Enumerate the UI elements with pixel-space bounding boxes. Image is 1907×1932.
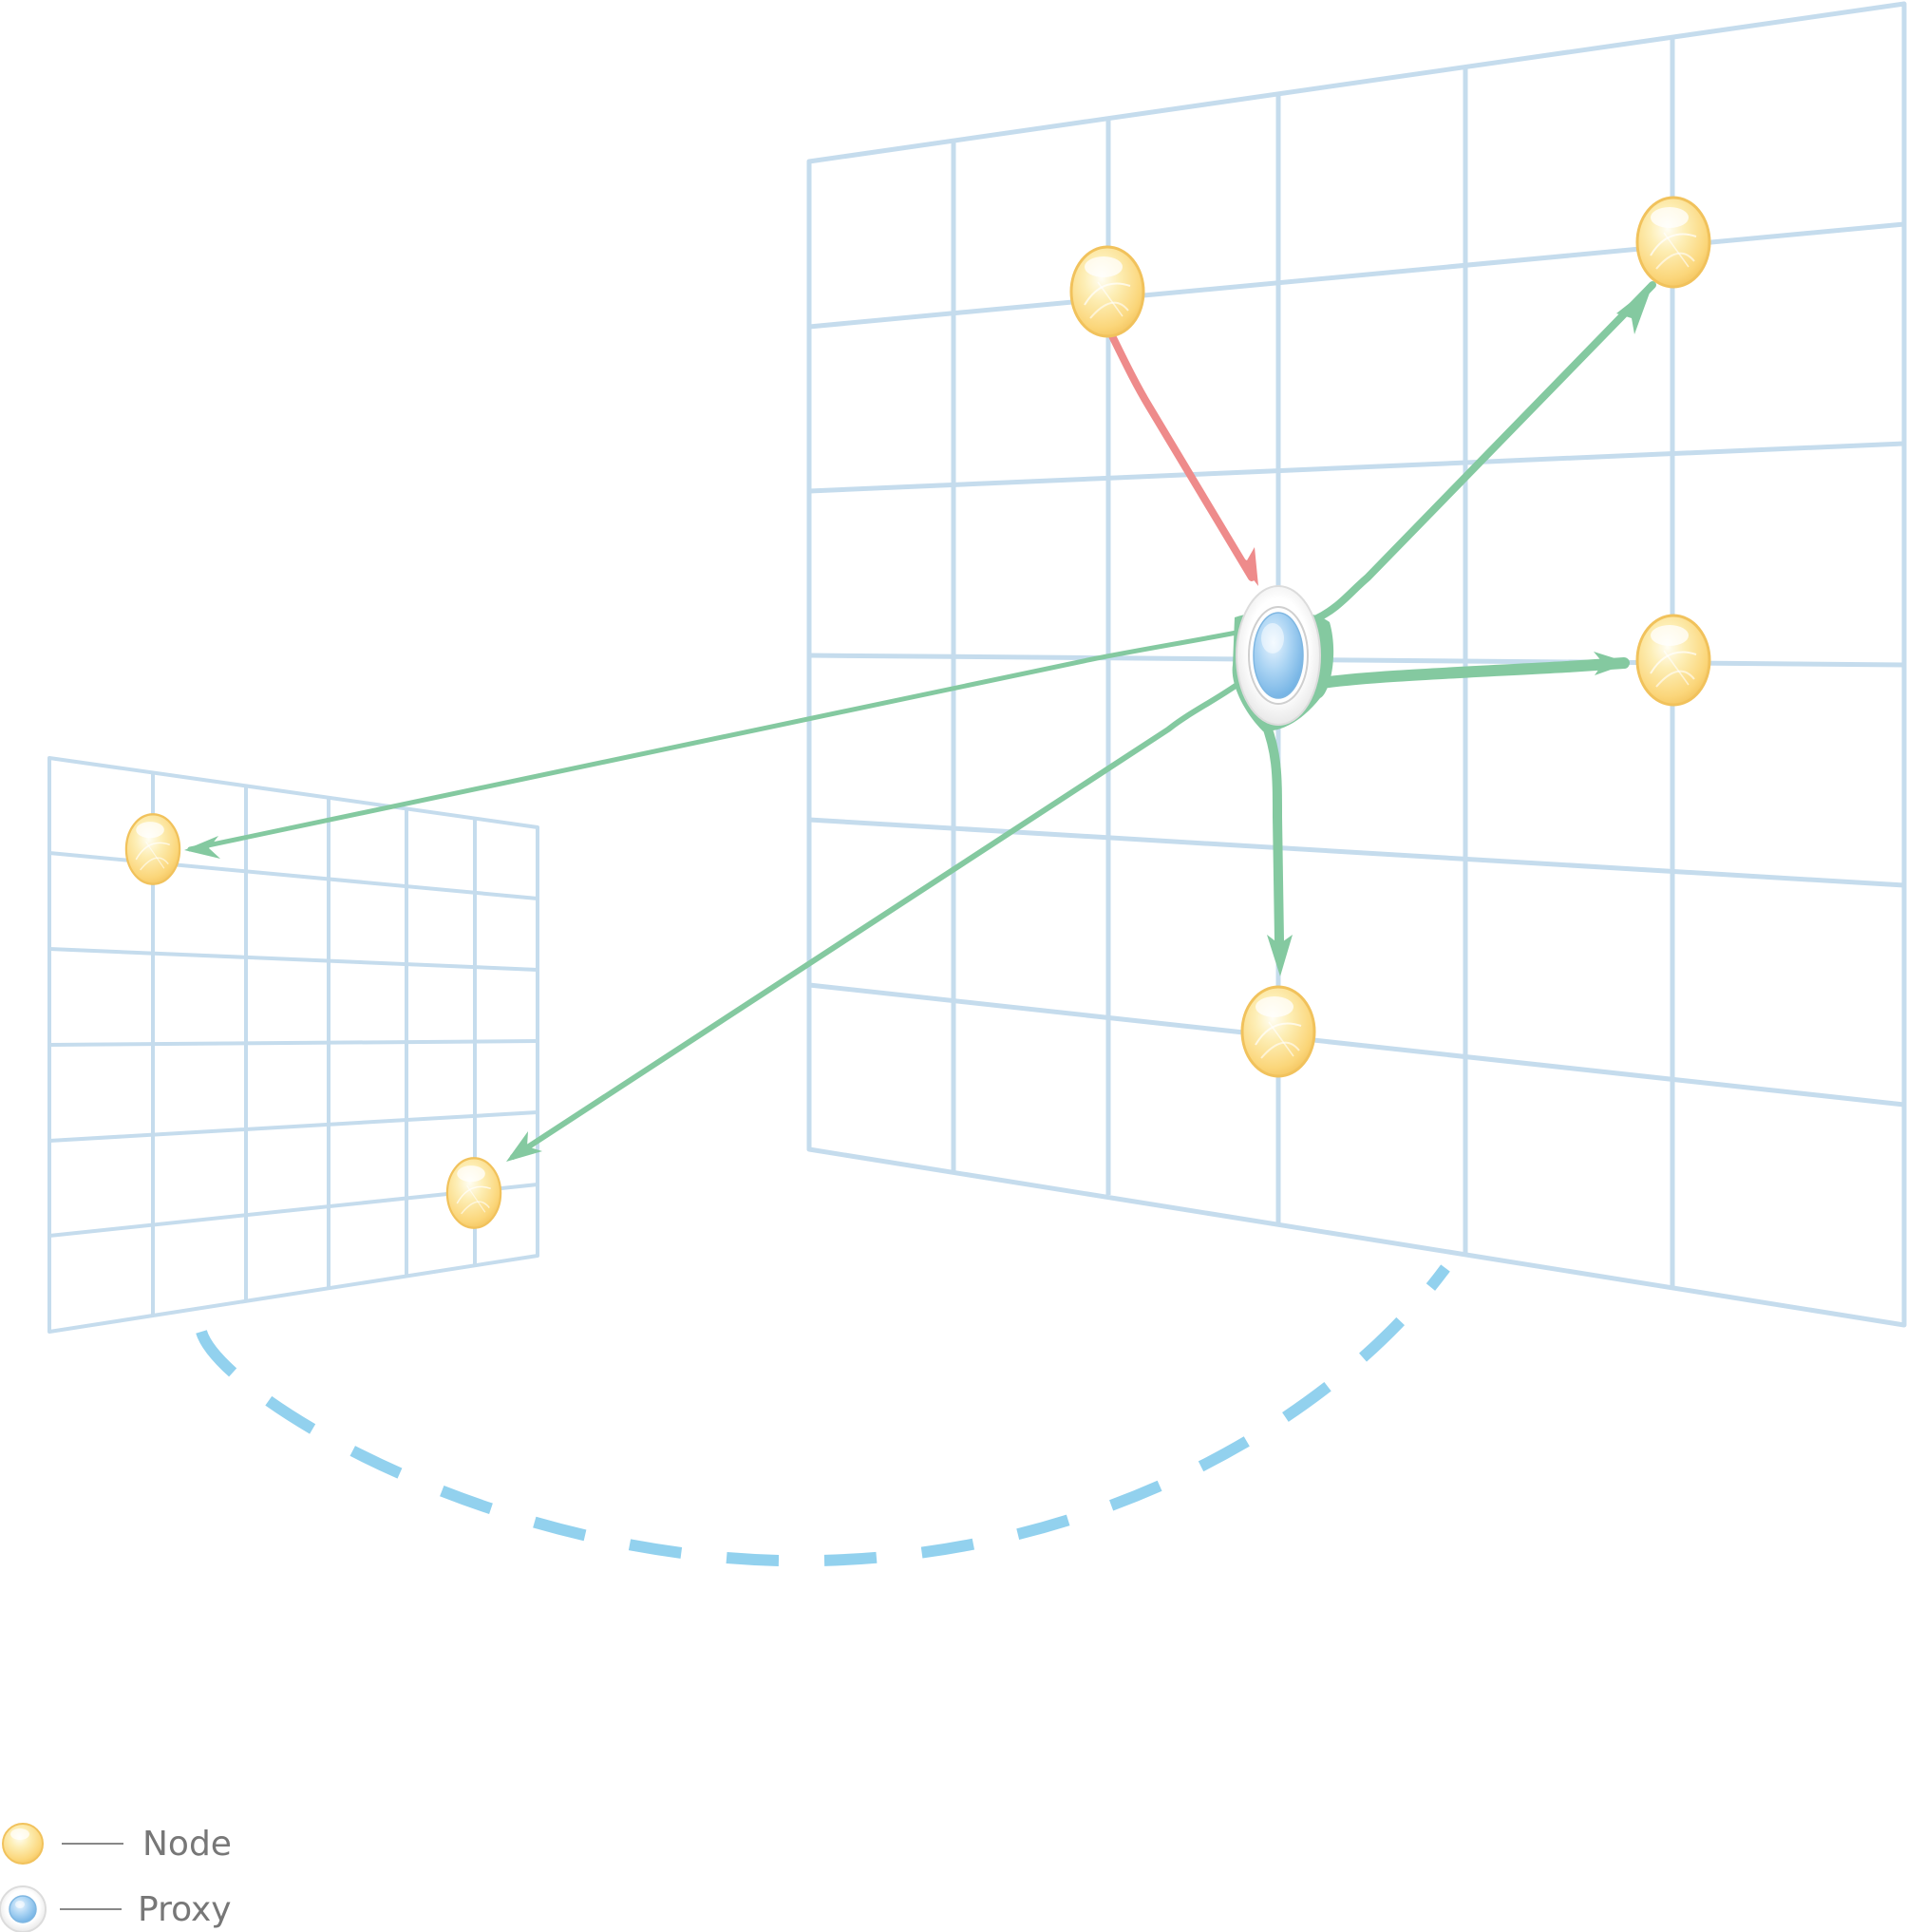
arrowhead-incoming xyxy=(1233,547,1258,586)
dashed-arc xyxy=(196,1264,1450,1567)
nodes xyxy=(124,196,1711,1229)
legend: Node Proxy xyxy=(0,1823,232,1932)
arrowhead-top-right xyxy=(1616,285,1652,334)
arrow-to-node-far-top xyxy=(187,630,1239,852)
arrow-from-node-top-left xyxy=(1096,308,1256,581)
node-far-bottom xyxy=(445,1157,502,1229)
right-grid-plane xyxy=(806,1,1907,1328)
legend-proxy-label: Proxy xyxy=(138,1890,232,1929)
node-right xyxy=(1635,614,1711,707)
node-top-left xyxy=(1069,245,1145,338)
legend-node-icon xyxy=(2,1823,44,1865)
arrowhead-far-bottom xyxy=(506,1131,542,1162)
node-top-right xyxy=(1635,196,1711,289)
proxy-center xyxy=(1236,585,1321,726)
arrow-to-node-right xyxy=(1316,657,1630,689)
broadcast-arrows xyxy=(184,281,1656,1162)
legend-proxy-icon xyxy=(0,1885,47,1932)
arrow-to-node-top-right xyxy=(1312,281,1656,623)
legend-node-label: Node xyxy=(142,1825,232,1864)
arrow-to-node-far-bottom xyxy=(510,673,1252,1160)
left-grid-plane xyxy=(47,756,539,1334)
arrowhead-bottom xyxy=(1267,935,1293,976)
arrowhead-right xyxy=(1594,652,1630,675)
node-bottom xyxy=(1240,985,1316,1078)
arrowhead-far-top xyxy=(184,836,220,859)
node-far-top xyxy=(124,813,181,885)
arrow-to-node-bottom xyxy=(1258,712,1284,945)
